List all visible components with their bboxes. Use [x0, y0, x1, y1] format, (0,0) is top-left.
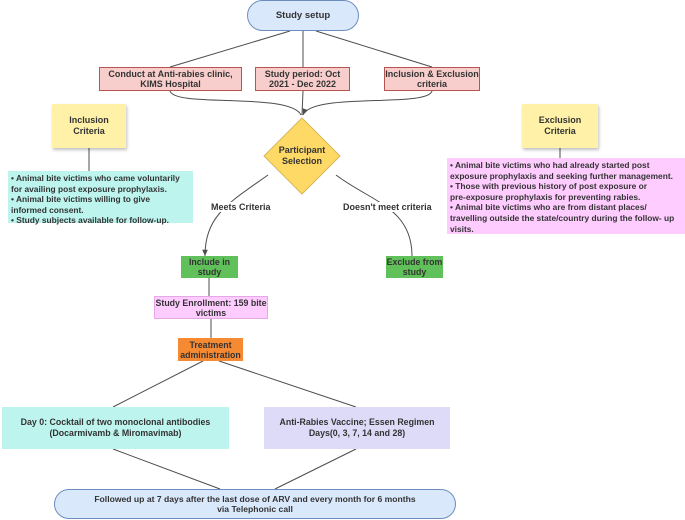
vaccine-line-2: Days(0, 3, 7, 14 and 28) [308, 428, 406, 438]
exclusion-list-item: travelling outside the state/country dur… [450, 212, 675, 223]
exclusion-criteria-note: Exclusion Criteria [522, 104, 598, 148]
edge-setup-criteria [315, 30, 433, 68]
treatment-line-1: Treatment [189, 339, 232, 350]
exclusion-criteria-list: • Animal bite victims who had already st… [447, 158, 685, 234]
inclusion-list-item: for availing post exposure prophylaxis. [11, 183, 167, 194]
conduct-line-2: KIMS Hospital [140, 79, 201, 89]
exclusion-list-item: visits. [450, 223, 474, 234]
inclusion-list-item: • Animal bite victims who came voluntari… [11, 173, 180, 183]
edge-treatment-vaccine [218, 360, 357, 408]
conduct-line-1: Conduct at Anti-rabies clinic, [108, 68, 233, 79]
criteria-line-2: criteria [416, 79, 448, 89]
participant-line-2: Selection [281, 156, 322, 166]
exclude-line-1: Exclude from [386, 257, 443, 267]
exclusion-list-item: exposure prophylaxis and seeking further… [450, 170, 673, 181]
anti-rabies-vaccine-node: Anti-Rabies Vaccine; Essen Regimen Days(… [264, 407, 450, 449]
inclusion-criteria-list: • Animal bite victims who came voluntari… [8, 171, 193, 226]
participant-selection-label: Participant Selection [266, 141, 338, 171]
day0-line-1: Day 0: Cocktail of two monoclonal antibo… [20, 417, 211, 427]
edge-conduct-participant [169, 90, 302, 116]
criteria-line-1: Inclusion & Exclusion [385, 68, 479, 79]
exclude-from-study-node: Exclude from study [386, 256, 443, 278]
study-period-node: Study period: Oct 2021 - Dec 2022 [255, 67, 350, 91]
exclusion-title-line-1: Exclusion [538, 115, 582, 125]
followup-line-1: Followed up at 7 days after the last dos… [94, 493, 416, 504]
enrollment-line-1: Study Enrollment: 159 bite [155, 297, 267, 308]
edge-setup-conduct [169, 30, 291, 68]
edge-period-participant [301, 90, 304, 116]
study-period-line-1: Study period: Oct [264, 68, 341, 79]
day0-antibody-node: Day 0: Cocktail of two monoclonal antibo… [2, 407, 229, 449]
edge-criteria-participant [302, 90, 433, 116]
include-in-study-node: Include in study [181, 256, 238, 278]
exclusion-list-item: • Animal bite victims who are from dista… [450, 202, 647, 213]
meets-criteria-label: Meets Criteria [210, 202, 272, 212]
conduct-node: Conduct at Anti-rabies clinic, KIMS Hosp… [99, 67, 242, 91]
followup-line-2: via Telephonic call [217, 504, 293, 514]
study-period-line-2: 2021 - Dec 2022 [268, 79, 337, 89]
inclusion-criteria-note: Inclusion Criteria [52, 104, 126, 148]
exclusion-list-item: • Animal bite victims who had already st… [450, 160, 650, 170]
treatment-administration-node: Treatment administration [178, 338, 243, 361]
inclusion-list-item: • Study subjects available for follow-up… [11, 215, 169, 226]
vaccine-line-1: Anti-Rabies Vaccine; Essen Regimen [279, 417, 435, 427]
inclusion-list-item: • Animal bite victims willing to give [11, 194, 150, 205]
edge-treatment-day0 [112, 360, 204, 408]
doesnt-meet-criteria-label: Doesn't meet criteria [342, 202, 433, 212]
treatment-line-2: administration [180, 349, 241, 360]
exclude-line-2: study [402, 267, 427, 277]
criteria-node: Inclusion & Exclusion criteria [384, 67, 480, 91]
edge-vaccine-followup [274, 448, 357, 490]
day0-line-2: (Docarmivamb & Miromavimab) [49, 428, 182, 438]
enrollment-line-2: victims [195, 307, 227, 318]
inclusion-title-line-1: Inclusion [69, 115, 109, 125]
exclusion-list-item: pre-exposure prophylaxis for preventing … [450, 191, 641, 202]
study-enrollment-node: Study Enrollment: 159 bite victims [154, 296, 268, 319]
study-setup-node: Study setup [247, 0, 359, 31]
include-line-2: study [197, 267, 222, 277]
participant-line-1: Participant [278, 145, 326, 155]
inclusion-title-line-2: Criteria [73, 126, 105, 136]
exclusion-list-item: • Those with previous history of post ex… [450, 181, 647, 192]
follow-up-node: Followed up at 7 days after the last dos… [54, 489, 456, 519]
include-line-1: Include in [188, 257, 231, 267]
edge-participant-exclude [335, 174, 413, 257]
edge-day0-followup [112, 448, 221, 490]
study-setup-label: Study setup [275, 10, 331, 21]
participant-selection-diamond [263, 117, 341, 195]
edge-participant-include [202, 174, 269, 257]
inclusion-list-item: informed consent. [11, 204, 84, 215]
exclusion-title-line-2: Criteria [544, 126, 576, 136]
